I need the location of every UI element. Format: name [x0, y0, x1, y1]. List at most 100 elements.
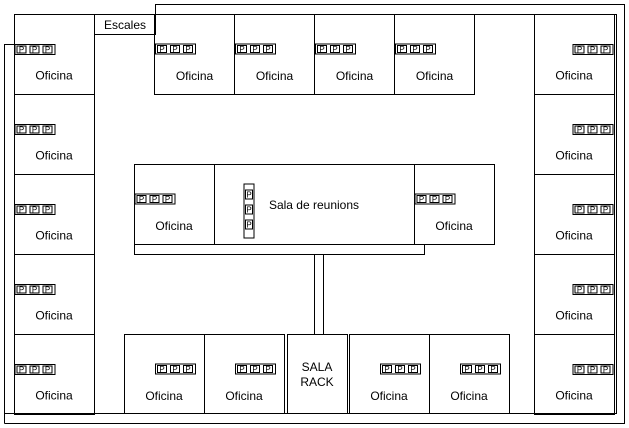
office-bottom-2 — [204, 334, 285, 414]
office-bottom-1-label: Oficina — [145, 389, 183, 403]
office-top-2-port-2 — [250, 45, 260, 53]
rack-room-label-2: RACK — [300, 375, 333, 389]
office-left-3-port-1 — [16, 205, 27, 214]
office-left-5-port-label-3: P — [45, 366, 50, 375]
office-left-2-port-label-2: P — [32, 126, 37, 135]
office-right-5-port-label-1: P — [577, 366, 582, 375]
office-meeting-left-port-3 — [162, 195, 173, 203]
office-right-5-port-2 — [587, 365, 598, 374]
office-right-4-port-label-1: P — [577, 286, 582, 295]
office-left-1-port-label-3: P — [45, 46, 50, 55]
office-meeting-left-label: Oficina — [155, 219, 193, 233]
office-right-4-port-label-2: P — [590, 286, 595, 295]
office-top-4-port-label-3: P — [425, 45, 430, 54]
meeting-port-1 — [245, 189, 253, 200]
office-bottom-3-label: Oficina — [370, 389, 408, 403]
office-right-3-port-3 — [600, 205, 611, 214]
office-right-2-port-2 — [587, 125, 598, 134]
office-bottom-4 — [429, 334, 510, 414]
rack-corridor — [314, 254, 324, 335]
office-top-1-port-3 — [183, 45, 193, 53]
office-top-4-port-label-1: P — [399, 45, 404, 54]
office-right-2-port-label-3: P — [603, 126, 608, 135]
office-bottom-3-port-label-2: P — [397, 365, 402, 374]
office-bottom-4-port-1 — [462, 365, 472, 373]
office-bottom-3-port-label-3: P — [410, 365, 415, 374]
office-left-4-port-label-2: P — [32, 286, 37, 295]
office-left-4-port-label-1: P — [19, 286, 24, 295]
office-left-5-port-1 — [16, 365, 27, 374]
office-bottom-4-port-2 — [475, 365, 485, 373]
office-left-4-label: Oficina — [35, 309, 73, 323]
office-bottom-1-port-label-1: P — [159, 365, 164, 374]
office-right-3-port-2 — [587, 205, 598, 214]
office-left-1-port-2 — [29, 45, 40, 54]
office-left-2-port-label-3: P — [45, 126, 50, 135]
office-right-4-port-label-3: P — [603, 286, 608, 295]
office-right-4-port-2 — [587, 285, 598, 294]
office-right-5-port-3 — [600, 365, 611, 374]
office-meeting-left-port-label-1: P — [139, 195, 144, 204]
office-bottom-3-port-2 — [395, 365, 405, 373]
office-top-2-label: Oficina — [256, 69, 294, 83]
office-right-5 — [534, 334, 615, 415]
meeting-room-label: Sala de reunions — [269, 198, 359, 212]
office-right-4-port-1 — [574, 285, 585, 294]
office-top-3-port-label-2: P — [332, 45, 337, 54]
office-right-1-port-1 — [574, 45, 585, 54]
office-meeting-left-port-label-3: P — [165, 195, 170, 204]
meeting-port-label-2: P — [246, 206, 251, 215]
meeting-base — [134, 244, 425, 255]
office-top-4-port-3 — [423, 45, 433, 53]
office-top-2-port-3 — [263, 45, 273, 53]
rack-room — [287, 334, 348, 414]
office-left-5-label: Oficina — [35, 389, 73, 403]
office-right-4-label: Oficina — [555, 309, 593, 323]
office-right-1-port-2 — [587, 45, 598, 54]
office-left-3-label: Oficina — [35, 229, 73, 243]
office-top-3-port-2 — [330, 45, 340, 53]
office-left-5-port-2 — [29, 365, 40, 374]
office-top-2-port-1 — [237, 45, 247, 53]
office-left-1-port-1 — [16, 45, 27, 54]
office-left-1-port-3 — [42, 45, 53, 54]
office-right-1-label: Oficina — [555, 69, 593, 83]
office-right-5-port-label-3: P — [603, 366, 608, 375]
office-top-1-label: Oficina — [176, 69, 214, 83]
office-meeting-right-port-label-1: P — [419, 195, 424, 204]
office-top-4 — [394, 14, 475, 95]
office-bottom-3-port-3 — [408, 365, 418, 373]
office-bottom-2-port-label-1: P — [239, 365, 244, 374]
office-right-3-port-label-1: P — [577, 206, 582, 215]
office-meeting-right-port-3 — [442, 195, 453, 203]
office-top-4-port-1 — [397, 45, 407, 53]
office-right-5-label: Oficina — [555, 389, 593, 403]
office-top-1-port-label-2: P — [172, 45, 177, 54]
office-left-2-port-1 — [16, 125, 27, 134]
office-bottom-1-port-label-2: P — [172, 365, 177, 374]
office-top-3-port-1 — [317, 45, 327, 53]
office-right-5-port-1 — [574, 365, 585, 374]
office-top-4-port-label-2: P — [412, 45, 417, 54]
office-top-1-port-2 — [170, 45, 180, 53]
office-bottom-4-port-label-3: P — [490, 365, 495, 374]
office-bottom-4-port-label-2: P — [477, 365, 482, 374]
office-bottom-1-port-3 — [183, 365, 193, 373]
office-bottom-3-port-1 — [382, 365, 392, 373]
office-meeting-right-port-2 — [429, 195, 440, 203]
office-top-4-label: Oficina — [416, 69, 454, 83]
office-bottom-4-port-3 — [488, 365, 498, 373]
office-top-3-label: Oficina — [336, 69, 374, 83]
office-right-2-port-label-1: P — [577, 126, 582, 135]
office-top-1-port-label-1: P — [159, 45, 164, 54]
office-left-5-port-3 — [42, 365, 53, 374]
office-left-4-port-2 — [29, 285, 40, 294]
office-left-5-port-label-1: P — [19, 366, 24, 375]
office-meeting-right-port-label-3: P — [445, 195, 450, 204]
office-meeting-left-port-2 — [149, 195, 160, 203]
office-left-1-label: Oficina — [35, 69, 73, 83]
office-bottom-1-port-label-3: P — [185, 365, 190, 374]
meeting-port-2 — [245, 204, 253, 215]
